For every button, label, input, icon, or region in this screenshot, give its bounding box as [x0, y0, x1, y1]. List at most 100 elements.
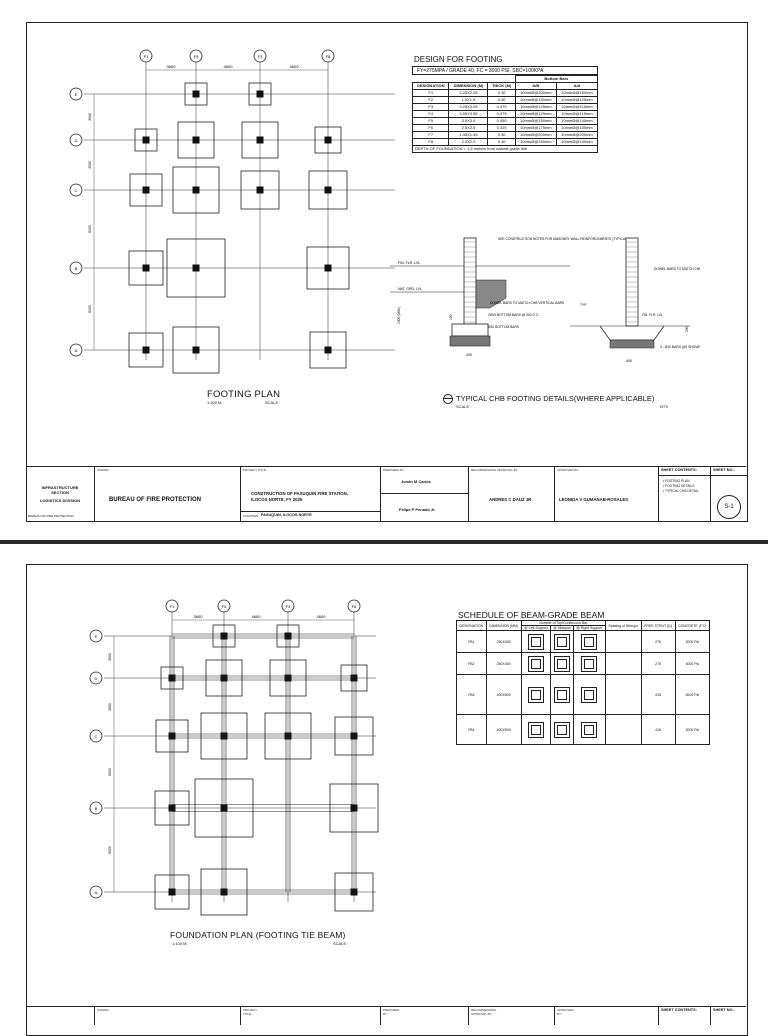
footing-pad: [172, 326, 220, 374]
contents-item-1: • FOOTING PLAN: [663, 479, 690, 483]
footing-trench: [599, 325, 665, 341]
table-cell: F8: [411, 138, 450, 146]
strut-cell: 415: [640, 674, 676, 715]
beam-schedule-title: SCHEDULE OF BEAM-GRADE BEAM: [458, 610, 605, 620]
grid-label: A: [75, 348, 78, 353]
table-cell: 10mmØ@125mm: [514, 103, 557, 111]
dimension-label: 4600: [224, 64, 234, 69]
grid-label: F3: [286, 604, 291, 609]
grid-label: F5: [194, 54, 199, 59]
stirrup-cell: [604, 630, 642, 653]
column-subheader: @ Right Support: [572, 625, 606, 631]
contents-label: SHEET CONTENTS:: [661, 468, 697, 472]
grid-bubble: [69, 183, 83, 197]
chb-detail-title: TYPICAL CHB FOOTING DETAILS(WHERE APPLIC…: [456, 394, 655, 403]
tb2-div7: SHEET NO.:: [710, 1007, 735, 1025]
column-header: DIMENSION (M): [448, 82, 489, 90]
table-cell: 3.55X3.55: [448, 110, 489, 118]
tb2-div4: RECOMMENDING APPROVAL BY:: [468, 1007, 496, 1025]
gravel-bed: [449, 335, 491, 347]
table-cell: 10mmØ@150mm: [514, 117, 557, 125]
beam-section-icon: [527, 655, 544, 672]
contents-item-1-text: FOOTING PLAN: [665, 479, 690, 483]
footing-pad: [177, 121, 215, 159]
footing-pad: [264, 712, 312, 760]
footing-pad: [134, 128, 158, 152]
grid-bubble: [69, 87, 83, 101]
footing-pad: [205, 659, 243, 697]
sheet-number-badge: S-1: [717, 495, 741, 519]
sheetno-label: SHEET NO.:: [713, 468, 735, 472]
table-cell: 0.450: [487, 117, 516, 125]
dimension-cell: 400X500: [485, 674, 522, 715]
gravel-bed: [609, 339, 655, 349]
column-marker: [168, 804, 176, 812]
column-marker: [168, 674, 176, 682]
column-subheader: @ Left Support: [520, 625, 552, 631]
beam-section-icon: [581, 686, 598, 703]
column-marker: [192, 264, 200, 272]
chb-detail-scale-label: SCALE :: [456, 404, 472, 409]
location-value: PASUQUIN, ILOCOS NORTE: [261, 513, 312, 517]
column-marker: [168, 888, 176, 896]
footing-pad: [240, 170, 280, 210]
table-cell: 3.0X3.0: [448, 117, 489, 125]
dimension-label: 3600: [167, 64, 177, 69]
natural-grade-label: NAT. GRD. LVL.: [398, 287, 423, 291]
footing-pad: [340, 664, 368, 692]
project-label: PROJECT TITLE:: [243, 468, 267, 472]
tb2-recommend-label: RECOMMENDING APPROVAL BY:: [471, 1008, 497, 1016]
note-masonry: SEE CONSTRUCTION NOTES FOR MASONRY WALL …: [498, 237, 628, 241]
preparer1: Jonan M Carlos: [401, 479, 431, 484]
table-cell: 10mmØ@150mm: [514, 138, 557, 146]
footing-pad: [172, 166, 220, 214]
finish-floor-label: FIN. FLR. LVL.: [398, 261, 421, 265]
column-marker: [350, 888, 358, 896]
column-marker: [220, 732, 228, 740]
depth-note: DEPTH OF FOUNDATION = 1.5 meters from na…: [412, 145, 598, 153]
concrete-cell: 3000 Psi: [674, 630, 710, 653]
column-marker: [324, 136, 332, 144]
detail-callout-divider: [443, 398, 453, 399]
column-marker: [256, 90, 264, 98]
dim-250: 250: [685, 326, 689, 332]
column-marker: [324, 264, 332, 272]
table-cell: F7: [411, 131, 450, 139]
designation-cell: FB3: [456, 674, 487, 715]
grid-bubble: [89, 801, 103, 815]
footing-pad: [160, 666, 184, 690]
dimension-label: 6000: [88, 225, 92, 233]
column-marker: [142, 264, 150, 272]
office-sub: BUREAU OF FIRE PROTECTION: [28, 514, 74, 518]
tb2-div5: APPROVED BY:: [554, 1007, 574, 1025]
dimension-label: 4600: [317, 614, 327, 619]
beam-section-icon: [581, 633, 598, 650]
concrete-cell: 3000 Psi: [674, 652, 710, 675]
office-line1: INFRASTRUCTURE: [41, 485, 79, 490]
note-bars: Ø10 BOTTOM BARS: [488, 325, 520, 329]
column-marker: [324, 346, 332, 354]
table-cell: 10mmØ@140mm: [555, 138, 599, 146]
concrete-cell: 3000 Psi: [674, 714, 710, 745]
dimension-label: 3600: [194, 614, 204, 619]
recommending-cell: RECOMMENDING APPROVAL BY: ANDRES C DAUZ …: [468, 467, 555, 521]
recommending-label: RECOMMENDING APPROVAL BY:: [471, 468, 519, 472]
dimension-label: 6000: [88, 305, 92, 313]
grid-label: E: [95, 634, 98, 639]
grid-label: A: [95, 890, 98, 895]
column-marker: [168, 732, 176, 740]
footing-spec-line: FY=275MPA / GRADE 40, FC = 3000 PSI, SBC…: [412, 66, 598, 75]
column-marker: [324, 186, 332, 194]
footing-pad: [306, 246, 350, 290]
table-footer-row: DEPTH OF FOUNDATION = 1.5 meters from na…: [412, 145, 598, 153]
footing-pad: [269, 659, 307, 697]
section-cell: [550, 652, 574, 675]
